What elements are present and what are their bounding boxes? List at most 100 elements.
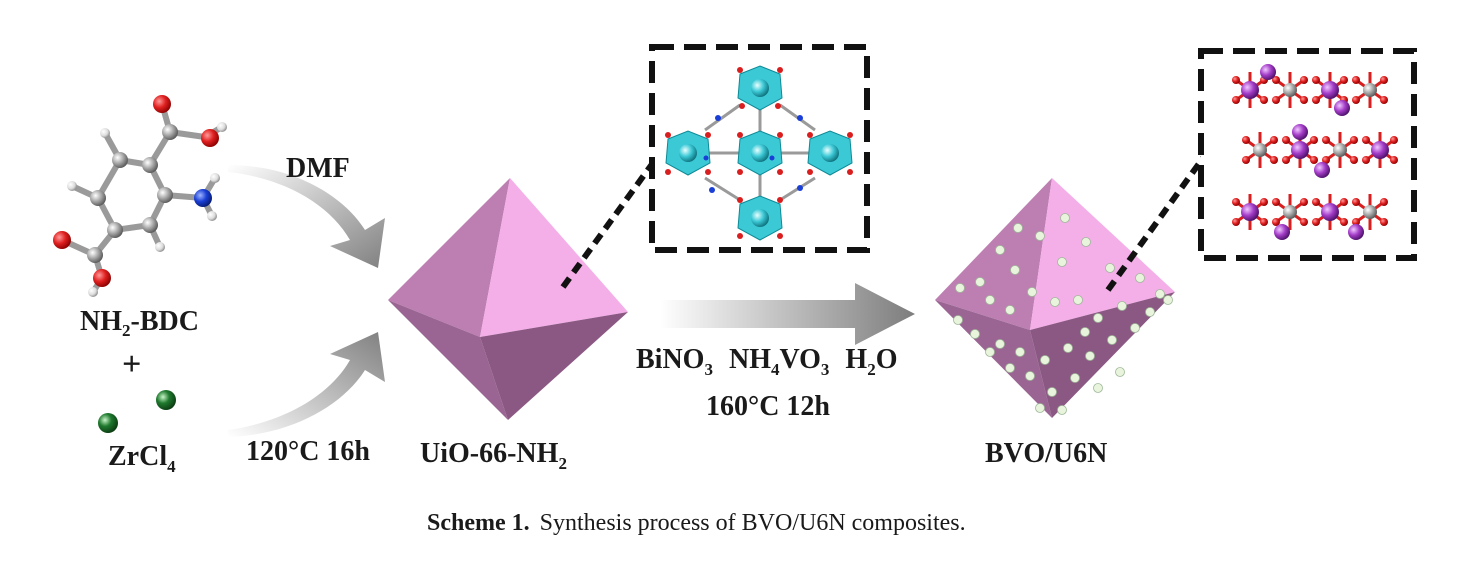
bismuth-atom <box>1321 81 1339 99</box>
oxygen-atom <box>1340 76 1348 84</box>
oxygen-atom <box>1310 156 1318 164</box>
vanadium-atom <box>1363 205 1377 219</box>
oxygen-atom <box>1242 136 1250 144</box>
oxygen-atom <box>1380 198 1388 206</box>
figure-caption: Scheme 1.Synthesis process of BVO/U6N co… <box>427 510 966 536</box>
nanoparticle <box>970 329 980 339</box>
oxygen-atom <box>1272 198 1280 206</box>
nanoparticle <box>1057 405 1067 415</box>
curved-arrow-top <box>228 165 385 268</box>
oxygen-atom <box>1352 198 1360 206</box>
product-label: BVO/U6N <box>985 438 1107 469</box>
ligand-label: NH2-BDC <box>80 306 199 340</box>
vanadium-atom <box>1363 83 1377 97</box>
nanoparticle <box>1093 313 1103 323</box>
nanoparticle <box>975 277 985 287</box>
nanoparticle <box>1027 287 1037 297</box>
bismuth-atom <box>1241 203 1259 221</box>
oxygen-atom <box>1380 218 1388 226</box>
oxygen-atom <box>1322 156 1330 164</box>
nanoparticle <box>1155 289 1165 299</box>
bvo-u6n-octahedron <box>935 178 1175 418</box>
oxygen-atom <box>1300 218 1308 226</box>
oxygen-atom <box>1352 218 1360 226</box>
nanoparticle <box>1047 387 1057 397</box>
nanoparticle <box>1015 347 1025 357</box>
nanoparticle <box>1050 297 1060 307</box>
nanoparticle <box>1135 273 1145 283</box>
oxygen-atom <box>1232 198 1240 206</box>
mof-label: UiO-66-NH2 <box>420 438 567 473</box>
nanoparticle <box>1057 257 1067 267</box>
bismuth-atom <box>1371 141 1389 159</box>
oxygen-atom <box>1260 198 1268 206</box>
bismuth-atom <box>1292 124 1308 140</box>
oxygen-atom <box>1270 156 1278 164</box>
curved-arrow-bottom <box>228 332 385 437</box>
oxygen-atom <box>1300 96 1308 104</box>
oxygen-atom <box>1310 136 1318 144</box>
oxygen-atom <box>1272 96 1280 104</box>
nanoparticle <box>1107 335 1117 345</box>
oxygen-atom <box>1322 136 1330 144</box>
nanoparticle <box>1005 363 1015 373</box>
oxygen-atom <box>1352 76 1360 84</box>
vanadium-atom <box>1283 205 1297 219</box>
oxygen-atom <box>1232 218 1240 226</box>
nanoparticle <box>1010 265 1020 275</box>
nanoparticle <box>995 245 1005 255</box>
bismuth-atom <box>1334 100 1350 116</box>
nh2-bdc-molecule <box>53 95 227 297</box>
oxygen-atom <box>1232 96 1240 104</box>
nanoparticle <box>1035 231 1045 241</box>
mof-inset-pointer <box>560 158 658 289</box>
nanoparticle <box>1093 383 1103 393</box>
bismuth-atom <box>1260 64 1276 80</box>
oxygen-atom <box>1282 156 1290 164</box>
nanoparticle <box>1130 323 1140 333</box>
nanoparticle <box>1115 367 1125 377</box>
nanoparticle <box>1063 343 1073 353</box>
vanadium-atom <box>1333 143 1347 157</box>
oxygen-atom <box>1300 198 1308 206</box>
oxygen-atom <box>1282 136 1290 144</box>
oxygen-atom <box>1362 156 1370 164</box>
step1-conditions: 120°C 16h <box>246 436 370 467</box>
bismuth-atom <box>1274 224 1290 240</box>
oxygen-atom <box>1352 96 1360 104</box>
oxygen-atom <box>1350 136 1358 144</box>
salt-label: ZrCl4 <box>108 441 176 476</box>
nanoparticle <box>985 347 995 357</box>
nanoparticle <box>1040 355 1050 365</box>
oxygen-atom <box>1300 76 1308 84</box>
oxygen-atom <box>1272 76 1280 84</box>
oxygen-atom <box>1312 76 1320 84</box>
nanoparticle <box>995 339 1005 349</box>
oxygen-atom <box>1380 96 1388 104</box>
oxygen-atom <box>1232 76 1240 84</box>
nanoparticle <box>1013 223 1023 233</box>
nanoparticle <box>1085 351 1095 361</box>
oxygen-atom <box>1350 156 1358 164</box>
oxygen-atom <box>1270 136 1278 144</box>
nanoparticle <box>1145 307 1155 317</box>
nanoparticle <box>1070 373 1080 383</box>
bismuth-atom <box>1348 224 1364 240</box>
oxygen-atom <box>1312 198 1320 206</box>
oxygen-atom <box>1260 96 1268 104</box>
nanoparticle <box>1025 371 1035 381</box>
nanoparticle <box>953 315 963 325</box>
nanoparticle <box>1073 295 1083 305</box>
vanadium-atom <box>1253 143 1267 157</box>
mof-structure-inset <box>649 44 870 253</box>
oxygen-atom <box>1242 156 1250 164</box>
nanoparticle <box>1035 403 1045 413</box>
zr-cluster-nodes <box>665 65 853 241</box>
horizontal-arrow <box>660 283 915 345</box>
nanoparticle <box>1117 301 1127 311</box>
oxygen-atom <box>1340 198 1348 206</box>
bismuth-atom <box>1314 162 1330 178</box>
solvent-label: DMF <box>286 153 350 184</box>
